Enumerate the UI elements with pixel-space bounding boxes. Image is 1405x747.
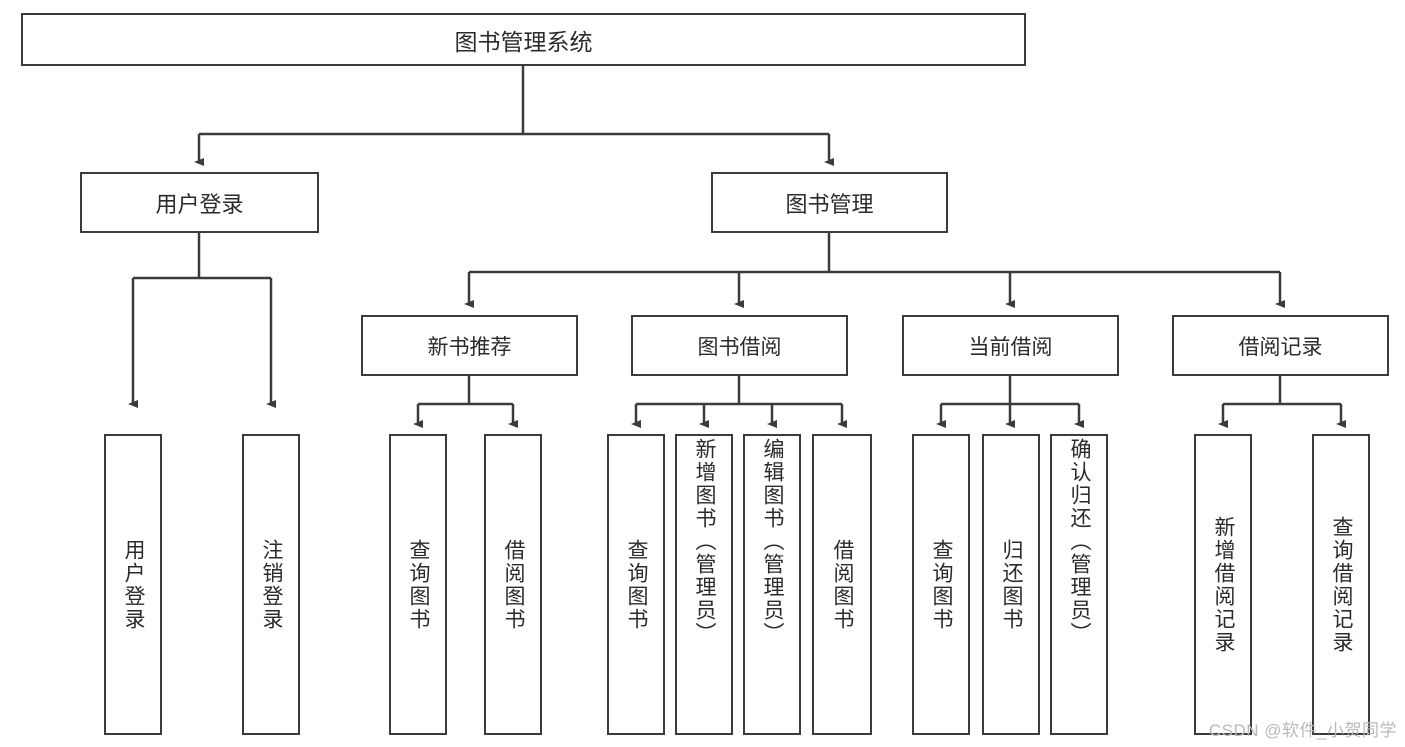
leaf-edit-book-label: 编辑图书（管理员） (761, 438, 785, 645)
node-current-borrow[interactable]: 当前借阅 (902, 315, 1119, 376)
leaf-add-book[interactable]: 新增图书（管理员） (675, 434, 733, 735)
leaf-user-login[interactable]: 用户登录 (104, 434, 162, 735)
leaf-return-book[interactable]: 归还图书 (982, 434, 1040, 735)
leaf-add-book-label: 新增图书（管理员） (693, 438, 717, 645)
node-user-login-label: 用户登录 (155, 191, 244, 217)
leaf-borrow-book-1-label: 借阅图书 (502, 538, 526, 631)
node-borrow-record[interactable]: 借阅记录 (1172, 315, 1389, 376)
leaf-borrow-book-2-label: 借阅图书 (831, 538, 855, 631)
leaf-query-book-2-label: 查询图书 (625, 538, 649, 631)
node-book-manage[interactable]: 图书管理 (711, 172, 948, 233)
leaf-edit-book[interactable]: 编辑图书（管理员） (743, 434, 801, 735)
leaf-confirm-return[interactable]: 确认归还（管理员） (1050, 434, 1108, 735)
leaf-query-book-1[interactable]: 查询图书 (389, 434, 447, 735)
leaf-confirm-return-label: 确认归还（管理员） (1068, 438, 1092, 645)
node-book-borrow-label: 图书借阅 (697, 335, 782, 359)
node-borrow-record-label: 借阅记录 (1238, 335, 1323, 359)
node-user-login[interactable]: 用户登录 (80, 172, 319, 233)
leaf-logout-label: 注销登录 (260, 538, 284, 631)
leaf-user-login-label: 用户登录 (122, 538, 146, 631)
node-current-borrow-label: 当前借阅 (968, 335, 1053, 359)
node-new-book-recommend[interactable]: 新书推荐 (361, 315, 578, 376)
leaf-query-book-2[interactable]: 查询图书 (607, 434, 665, 735)
leaf-borrow-book-1[interactable]: 借阅图书 (484, 434, 542, 735)
leaf-add-record-label: 新增借阅记录 (1212, 515, 1236, 654)
leaf-borrow-book-2[interactable]: 借阅图书 (812, 434, 872, 735)
leaf-add-record[interactable]: 新增借阅记录 (1194, 434, 1252, 735)
leaf-logout[interactable]: 注销登录 (242, 434, 300, 735)
leaf-query-book-3[interactable]: 查询图书 (912, 434, 970, 735)
leaf-query-book-1-label: 查询图书 (407, 538, 431, 631)
leaf-query-record[interactable]: 查询借阅记录 (1312, 434, 1370, 735)
leaf-return-book-label: 归还图书 (1000, 538, 1024, 631)
leaf-query-book-3-label: 查询图书 (930, 538, 954, 631)
watermark-text: CSDN @软件_小贺同学 (1208, 721, 1397, 740)
node-book-borrow[interactable]: 图书借阅 (631, 315, 848, 376)
node-root-label: 图书管理系统 (454, 28, 593, 55)
node-book-manage-label: 图书管理 (785, 191, 874, 217)
leaf-query-record-label: 查询借阅记录 (1330, 515, 1354, 654)
node-root-book-management-system[interactable]: 图书管理系统 (21, 13, 1026, 66)
node-new-book-recommend-label: 新书推荐 (427, 335, 512, 359)
